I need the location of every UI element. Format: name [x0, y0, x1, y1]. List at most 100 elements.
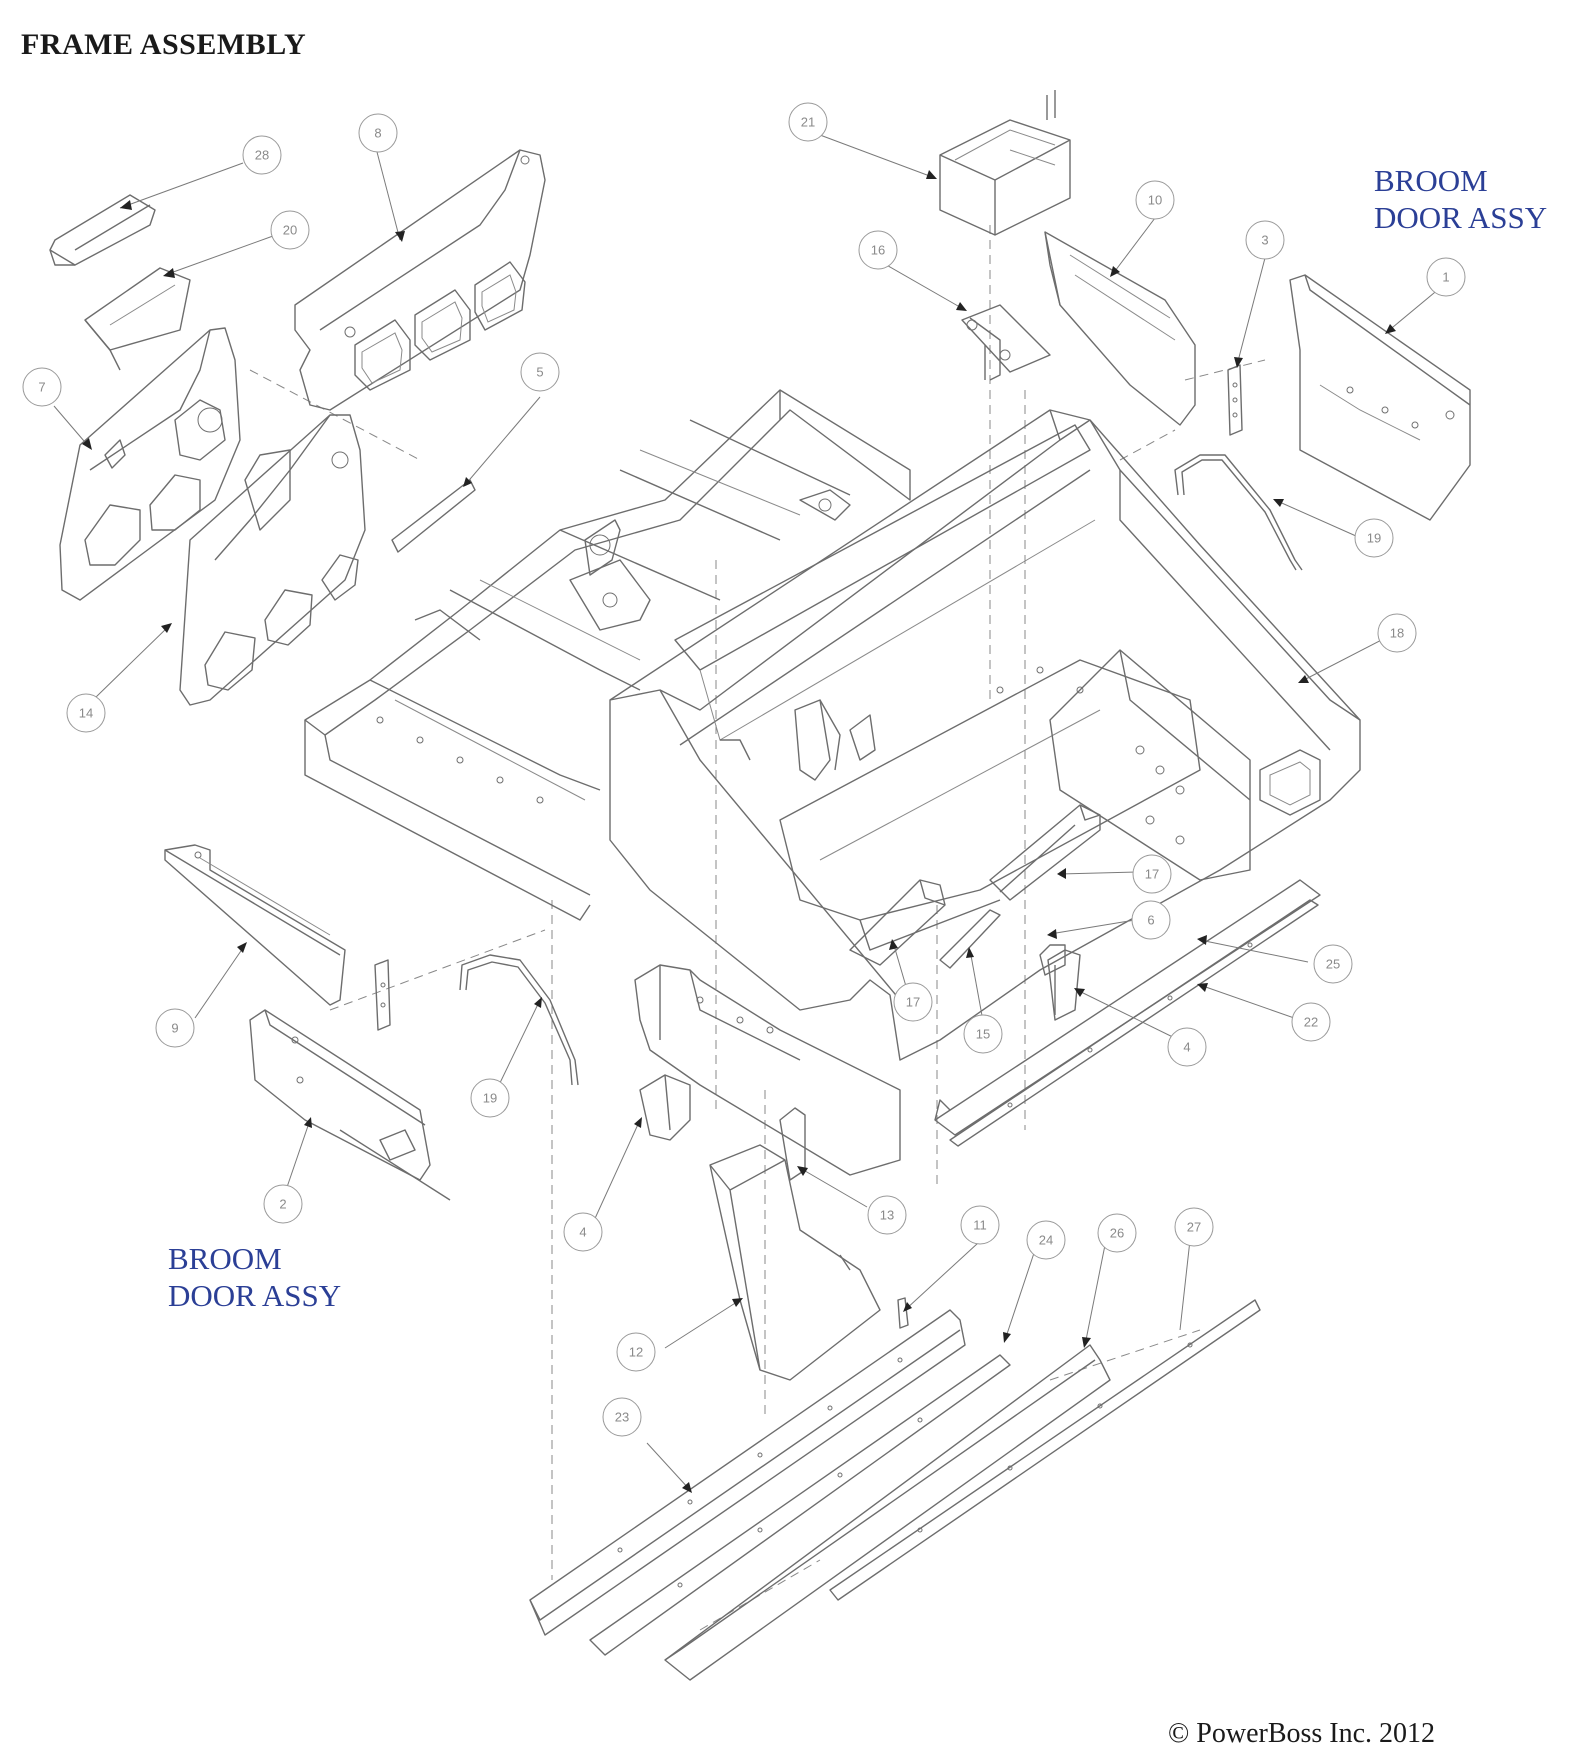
- callout-label: 10: [1148, 193, 1162, 208]
- assy-label-line2: DOOR ASSY: [1374, 200, 1548, 235]
- page-title: FRAME ASSEMBLY: [21, 28, 307, 61]
- part-19-rod-left: [459, 954, 579, 1086]
- part-4-bracket-right: [1047, 949, 1081, 1021]
- callout-17-lower: 17: [893, 982, 933, 1022]
- callout-7: 7: [22, 367, 62, 407]
- callout-label: 13: [880, 1208, 894, 1223]
- main-frame: [304, 389, 1361, 1176]
- callout-bubbles: 28 8 20 7 14 5 21 16 10 3 1 19 18 17 6 2…: [22, 102, 1466, 1437]
- part-24-strip: [589, 1354, 1011, 1656]
- part-1-door: [1289, 274, 1471, 521]
- callout-label: 2: [279, 1197, 286, 1212]
- callout-label: 28: [255, 148, 269, 163]
- callout-1: 1: [1426, 257, 1466, 297]
- callout-label: 4: [1183, 1040, 1190, 1055]
- callout-19-right: 19: [1354, 518, 1394, 558]
- part-22-strip: [949, 899, 1319, 1147]
- callout-label: 11: [973, 1218, 987, 1233]
- callout-label: 23: [615, 1410, 629, 1425]
- callout-label: 6: [1147, 913, 1154, 928]
- part-12-chute: [709, 1144, 881, 1381]
- callout-label: 17: [1145, 867, 1159, 882]
- callout-21: 21: [788, 102, 828, 142]
- callout-leaders: [53, 134, 1441, 1493]
- callout-17-upper: 17: [1132, 854, 1172, 894]
- callout-6: 6: [1131, 900, 1171, 940]
- assy-label-line1: BROOM: [168, 1241, 282, 1276]
- callout-20: 20: [270, 210, 310, 250]
- callout-3: 3: [1245, 220, 1285, 260]
- callout-label: 20: [283, 223, 297, 238]
- part-15-strip: [939, 909, 1001, 969]
- part-9-hinge: [374, 959, 391, 1031]
- part-10-panel: [1044, 231, 1196, 426]
- callout-label: 27: [1187, 1220, 1201, 1235]
- callout-label: 1: [1442, 270, 1449, 285]
- part-9-door: [164, 844, 346, 1006]
- part-23-strip: [529, 1309, 966, 1636]
- callout-label: 19: [1367, 531, 1381, 546]
- callout-9: 9: [155, 1008, 195, 1048]
- callout-15: 15: [963, 1014, 1003, 1054]
- callout-24: 24: [1026, 1220, 1066, 1260]
- callout-12: 12: [616, 1332, 656, 1372]
- callout-label: 19: [483, 1091, 497, 1106]
- callout-label: 4: [579, 1225, 586, 1240]
- part-16-bracket: [961, 304, 1051, 381]
- callout-18: 18: [1377, 613, 1417, 653]
- part-13-bracket: [779, 1107, 806, 1181]
- callout-label: 15: [976, 1027, 990, 1042]
- part-7-casting: [59, 327, 241, 601]
- callout-label: 16: [871, 243, 885, 258]
- part-11-latch: [897, 1297, 909, 1329]
- callout-4-left: 4: [563, 1212, 603, 1252]
- part-5-bar: [391, 479, 476, 553]
- part-17-channel-upper: [989, 804, 1101, 901]
- callout-25: 25: [1313, 944, 1353, 984]
- assy-label-line2: DOOR ASSY: [168, 1278, 342, 1313]
- part-2-door: [249, 1009, 451, 1201]
- callout-label: 9: [171, 1021, 178, 1036]
- callout-23: 23: [602, 1397, 642, 1437]
- callout-label: 8: [374, 126, 381, 141]
- callout-label: 21: [801, 115, 815, 130]
- part-8-side-casting: [294, 149, 546, 411]
- callout-11: 11: [960, 1205, 1000, 1245]
- callout-label: 7: [38, 380, 45, 395]
- callout-label: 14: [79, 706, 93, 721]
- callout-label: 3: [1261, 233, 1268, 248]
- part-26-plate: [664, 1344, 1111, 1681]
- part-3-hinge: [1227, 364, 1243, 436]
- callout-label: 24: [1039, 1233, 1053, 1248]
- callout-26: 26: [1097, 1213, 1137, 1253]
- callout-label: 26: [1110, 1226, 1124, 1241]
- callout-4-right: 4: [1167, 1027, 1207, 1067]
- callout-8: 8: [358, 113, 398, 153]
- callout-16: 16: [858, 230, 898, 270]
- callout-label: 18: [1390, 626, 1404, 641]
- callout-19-left: 19: [470, 1078, 510, 1118]
- part-21-tray: [939, 90, 1071, 236]
- part-27-strip: [829, 1299, 1261, 1601]
- part-25-tube: [934, 879, 1321, 1136]
- callout-5: 5: [520, 352, 560, 392]
- part-17-channel-lower: [849, 879, 946, 966]
- callout-27: 27: [1174, 1207, 1214, 1247]
- broom-door-assy-label-left: BROOM DOOR ASSY: [168, 1240, 341, 1314]
- callout-13: 13: [867, 1195, 907, 1235]
- assy-label-line1: BROOM: [1374, 163, 1488, 198]
- part-20-cover: [84, 267, 191, 371]
- assembly-centerlines: [249, 225, 1266, 1631]
- copyright-notice: © PowerBoss Inc. 2012: [1168, 1718, 1436, 1749]
- callout-22: 22: [1291, 1002, 1331, 1042]
- part-4-bracket-left: [639, 1074, 691, 1141]
- part-14-casting: [179, 414, 366, 706]
- broom-door-assy-label-right: BROOM DOOR ASSY: [1374, 162, 1547, 236]
- callout-label: 17: [906, 995, 920, 1010]
- callout-label: 25: [1326, 957, 1340, 972]
- callout-10: 10: [1135, 180, 1175, 220]
- part-6-clip: [1039, 944, 1066, 976]
- callout-label: 22: [1304, 1015, 1318, 1030]
